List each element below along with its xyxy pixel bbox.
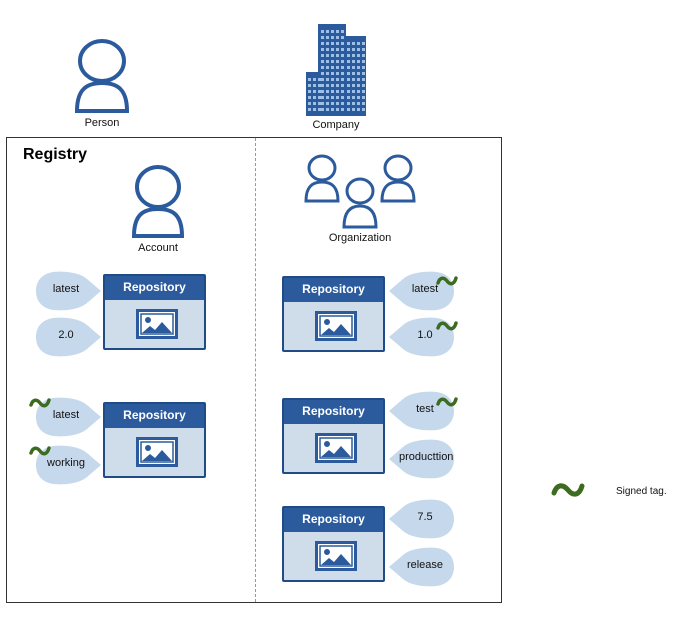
- repository-card[interactable]: Repository: [103, 274, 206, 350]
- repository-title: Repository: [284, 508, 383, 532]
- tag-drop: latest: [35, 397, 101, 437]
- signed-tag-icon: [29, 397, 51, 409]
- tag-drop: release: [389, 547, 455, 587]
- tag-label: 7.5: [417, 511, 433, 523]
- tag-label: latest: [52, 283, 80, 295]
- tag-drop: 2.0: [35, 317, 101, 357]
- person-icon: [73, 37, 131, 113]
- organization-group-icon: [303, 153, 418, 231]
- repository-card[interactable]: Repository: [282, 276, 385, 352]
- repository-card[interactable]: Repository: [282, 398, 385, 474]
- image-icon: [136, 437, 178, 467]
- repository-title: Repository: [105, 276, 204, 300]
- company-building-icon: [304, 22, 370, 116]
- tag-label: test: [416, 403, 434, 415]
- tag-label: latest: [411, 283, 439, 295]
- signed-tag-icon: [436, 320, 458, 332]
- image-icon: [315, 541, 357, 571]
- registry-title: Registry: [23, 146, 88, 163]
- signed-tag-icon: [436, 396, 458, 408]
- image-icon: [315, 311, 357, 341]
- company-label: Company: [312, 119, 360, 131]
- account-icon: [130, 164, 186, 238]
- organization-label: Organization: [328, 232, 392, 244]
- tag-drop: working: [35, 445, 101, 485]
- tag-drop: producttion: [389, 439, 455, 479]
- image-icon: [136, 309, 178, 339]
- signed-tag-legend-icon: [551, 483, 585, 497]
- registry-container: Registry: [6, 137, 502, 603]
- tag-label: 1.0: [417, 329, 433, 341]
- tag-label: release: [406, 559, 444, 571]
- tag-drop: latest: [35, 271, 101, 311]
- signed-tag-icon: [436, 275, 458, 287]
- person-label: Person: [84, 117, 120, 129]
- repository-title: Repository: [105, 404, 204, 428]
- account-label: Account: [138, 242, 178, 254]
- legend-signed-tag-label: Signed tag.: [616, 486, 667, 497]
- tag-drop: 7.5: [389, 499, 455, 539]
- image-icon: [315, 433, 357, 463]
- tag-label: latest: [52, 409, 80, 421]
- tag-label: working: [47, 457, 85, 469]
- repository-title: Repository: [284, 278, 383, 302]
- repository-card[interactable]: Repository: [282, 506, 385, 582]
- tag-label: producttion: [399, 451, 454, 463]
- signed-tag-icon: [29, 445, 51, 457]
- tag-label: 2.0: [58, 329, 74, 341]
- repository-title: Repository: [284, 400, 383, 424]
- repository-card[interactable]: Repository: [103, 402, 206, 478]
- registry-divider: [255, 138, 256, 602]
